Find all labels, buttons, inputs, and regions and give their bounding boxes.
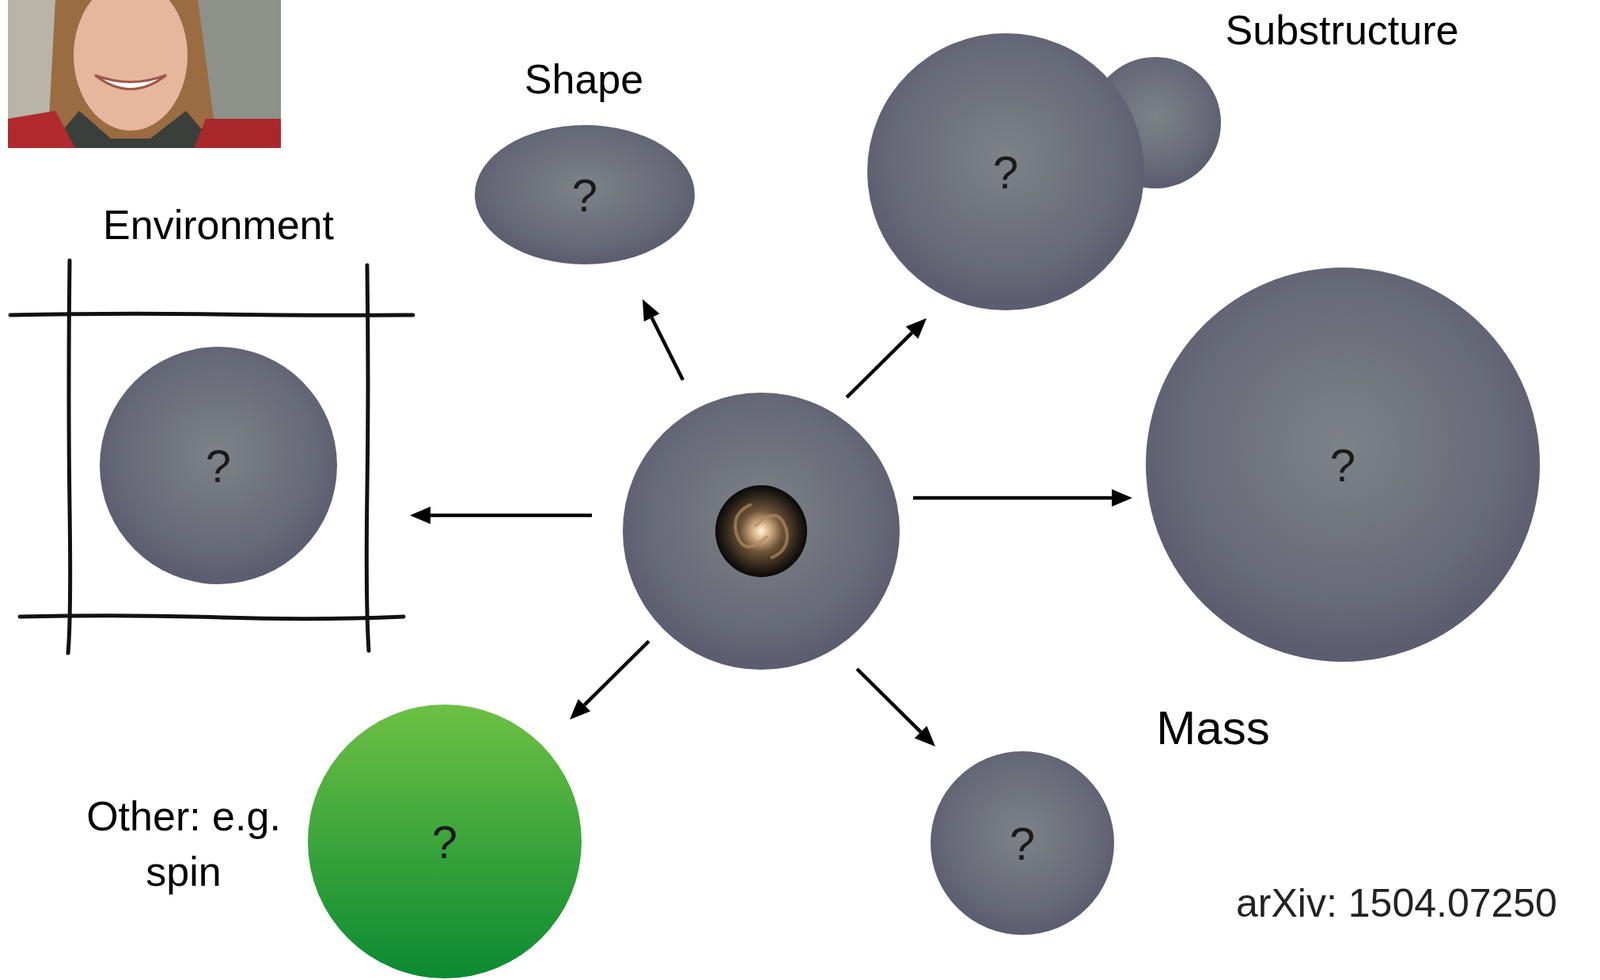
- arrow-connector: [642, 299, 683, 380]
- arrow-line: [913, 496, 1112, 501]
- arrow-line: [652, 317, 683, 380]
- halo-shape: [622, 392, 900, 670]
- portrait-photo: [7, 0, 281, 148]
- node-heading: Shape: [425, 51, 743, 107]
- small-mass-halo: ?: [930, 750, 1115, 935]
- arrow-connector: [913, 489, 1133, 507]
- halo-shape: [930, 750, 1115, 935]
- node-heading: Environment: [20, 197, 417, 253]
- arrow-connector: [569, 640, 649, 720]
- node-heading: Other: e.g. spin: [84, 788, 283, 899]
- arrow-head: [569, 698, 591, 720]
- unknown-mark: ?: [930, 750, 1115, 935]
- galaxy-image: [715, 485, 808, 577]
- arrow-head: [642, 299, 660, 322]
- environment-halo: Environment?: [99, 346, 338, 584]
- unknown-mark: ?: [867, 33, 1145, 311]
- substructure-halo: Substructure?: [867, 33, 1145, 311]
- arrow-connector: [856, 668, 936, 747]
- halo-shape: [474, 125, 695, 265]
- arrow-head: [906, 318, 927, 339]
- arrow-head: [914, 725, 936, 747]
- spin-halo: Other: e.g. spin?: [307, 704, 582, 979]
- unknown-mark: ?: [1145, 267, 1540, 662]
- unknown-mark: ?: [99, 346, 338, 584]
- halo-shape: [1145, 267, 1540, 662]
- halo-shape: [99, 346, 338, 584]
- halo-shape: [867, 33, 1145, 311]
- shape-ellipse: Shape?: [474, 125, 695, 265]
- environment-frame: [10, 260, 414, 653]
- arrow-connector: [409, 506, 592, 524]
- unknown-mark: ?: [474, 125, 695, 265]
- halo-outline: [622, 392, 900, 670]
- arrow-line: [856, 668, 922, 732]
- arrow-line: [846, 332, 913, 398]
- arrow-connector: [846, 318, 927, 398]
- arrow-line: [430, 513, 592, 518]
- large-mass-halo: ?: [1145, 267, 1540, 662]
- mass-label: Mass: [1156, 700, 1270, 755]
- halo-shape: [307, 704, 582, 979]
- central-halo: [622, 392, 900, 670]
- arrow-line: [583, 640, 649, 706]
- arrow-head: [1111, 489, 1133, 507]
- arrow-head: [409, 506, 431, 524]
- reference-label: arXiv: 1504.07250: [1236, 879, 1558, 926]
- node-heading: Substructure: [1144, 2, 1540, 58]
- unknown-mark: ?: [307, 704, 582, 979]
